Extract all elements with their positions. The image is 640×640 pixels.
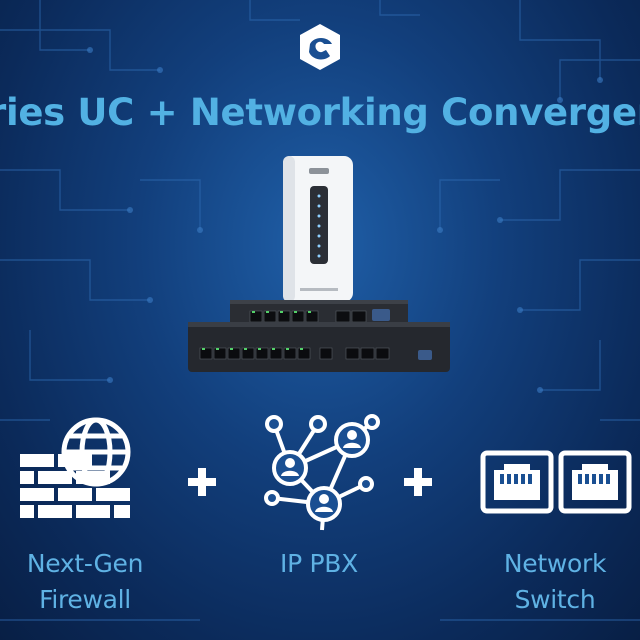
feature-caption-ip-pbx: IP PBX xyxy=(209,546,429,582)
ethernet-ports-icon xyxy=(480,450,632,514)
feature-caption-firewall: Next-Gen Firewall xyxy=(0,546,195,618)
feature-caption-network-switch: Network Switch xyxy=(445,546,640,618)
router-tower xyxy=(283,156,353,302)
network-users-icon xyxy=(264,414,380,531)
firewall-globe-icon xyxy=(20,417,131,518)
feature-caption-line: Next-Gen xyxy=(26,549,144,578)
plus-icon xyxy=(404,468,432,496)
plus-icon xyxy=(188,468,216,496)
headline: ries UC + Networking Convergence xyxy=(0,91,640,134)
feature-caption-line: Firewall xyxy=(39,585,131,614)
feature-caption-line: Network xyxy=(503,549,607,578)
feature-caption-line: Switch xyxy=(514,585,596,614)
switch-unit xyxy=(188,322,450,372)
feature-caption-line: IP PBX xyxy=(280,549,358,578)
brand-logo xyxy=(300,24,340,70)
